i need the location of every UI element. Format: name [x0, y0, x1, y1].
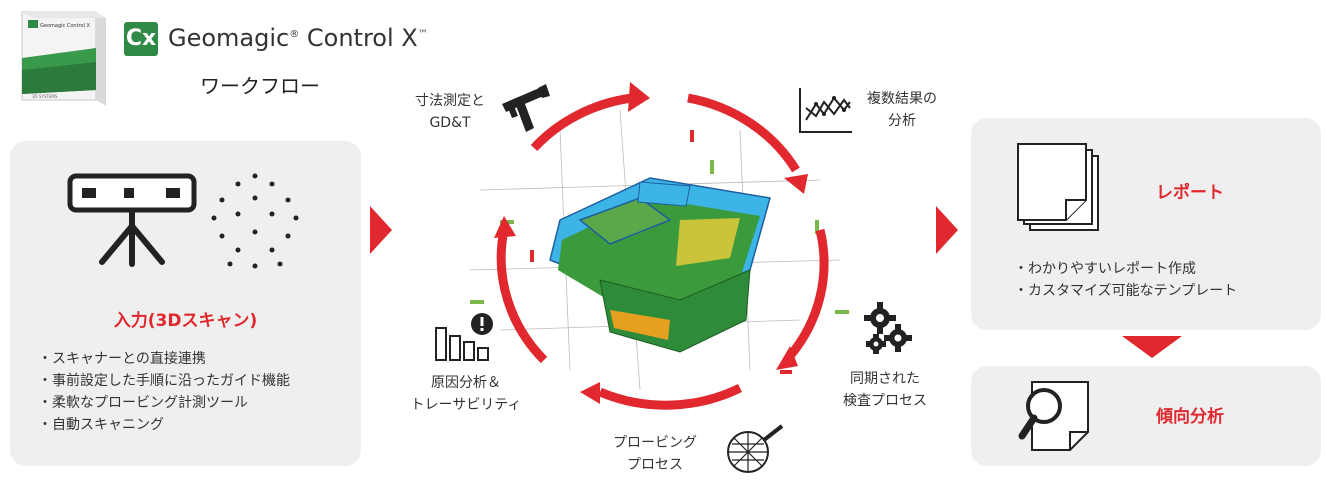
magnifier-document-icon [1018, 380, 1090, 454]
line-chart-icon [798, 86, 854, 134]
report-bullet-list: ・わかりやすいレポート作成 ・カスタマイズ可能なテンプレート [1014, 258, 1237, 302]
inspection-part-illustration [469, 109, 849, 391]
gears-icon [862, 302, 914, 356]
list-item: ・わかりやすいレポート作成 [1014, 261, 1196, 277]
list-item: ・自動スキャニング [38, 417, 164, 433]
dimension-label-line-2: GD&T [429, 115, 471, 131]
product-suffix: Control X [306, 24, 418, 52]
root-cause-label-line-2: トレーサビリティ [410, 397, 522, 413]
page-subtitle: ワークフロー [200, 74, 320, 98]
root-cause-label-line-1: 原因分析＆ [431, 375, 501, 391]
cycle-diagram [440, 70, 880, 420]
documents-icon [1014, 142, 1104, 234]
sync-label-line-1: 同期された [850, 371, 920, 387]
root-cause-label: 原因分析＆ トレーサビリティ [404, 372, 528, 416]
dimension-label-line-1: 寸法測定と [415, 93, 485, 109]
list-item: ・スキャナーとの直接連携 [38, 351, 206, 367]
product-box-image: Geomagic Control X 3D SYSTEMS [10, 8, 110, 108]
registered-mark: ® [289, 29, 300, 40]
product-logo: Cx [124, 22, 158, 56]
list-item: ・事前設定した手順に沿ったガイド機能 [38, 373, 290, 389]
bar-alert-icon [434, 312, 494, 362]
list-item: ・柔軟なプロービング計測ツール [38, 395, 248, 411]
box-label: Geomagic Control X [40, 23, 91, 29]
product-title: Geomagic® Control X™ [168, 24, 428, 52]
probe-sphere-icon [722, 424, 788, 476]
scanner-icon [66, 170, 198, 270]
input-panel-title: 入力(3Dスキャン) [113, 311, 258, 331]
sync-label: 同期された 検査プロセス [830, 368, 940, 412]
probing-label-line-1: プロービング [613, 435, 697, 451]
product-name: Geomagic [168, 24, 290, 52]
sync-label-line-2: 検査プロセス [843, 393, 927, 409]
flow-arrow-right-1 [370, 206, 392, 258]
probing-label-line-2: プロセス [627, 457, 683, 473]
report-panel-title: レポート [1156, 183, 1224, 203]
input-bullet-list: ・スキャナーとの直接連携 ・事前設定した手順に沿ったガイド機能 ・柔軟なプロービ… [38, 348, 290, 436]
multi-result-label-line-2: 分析 [888, 113, 916, 129]
trademark-mark: ™ [417, 29, 428, 40]
point-cloud-icon [208, 170, 302, 274]
caliper-icon [500, 82, 552, 134]
box-brand: 3D SYSTEMS [32, 94, 58, 99]
dimension-label: 寸法測定と GD&T [400, 90, 500, 134]
logo-text: Cx [125, 26, 157, 51]
multi-result-label: 複数結果の 分析 [860, 88, 944, 132]
multi-result-label-line-1: 複数結果の [867, 91, 937, 107]
list-item: ・カスタマイズ可能なテンプレート [1014, 283, 1238, 299]
flow-arrow-right-2 [936, 206, 958, 258]
trend-panel-title: 傾向分析 [1156, 407, 1224, 427]
probing-label: プロービング プロセス [600, 432, 710, 476]
flow-arrow-down [1122, 336, 1182, 362]
